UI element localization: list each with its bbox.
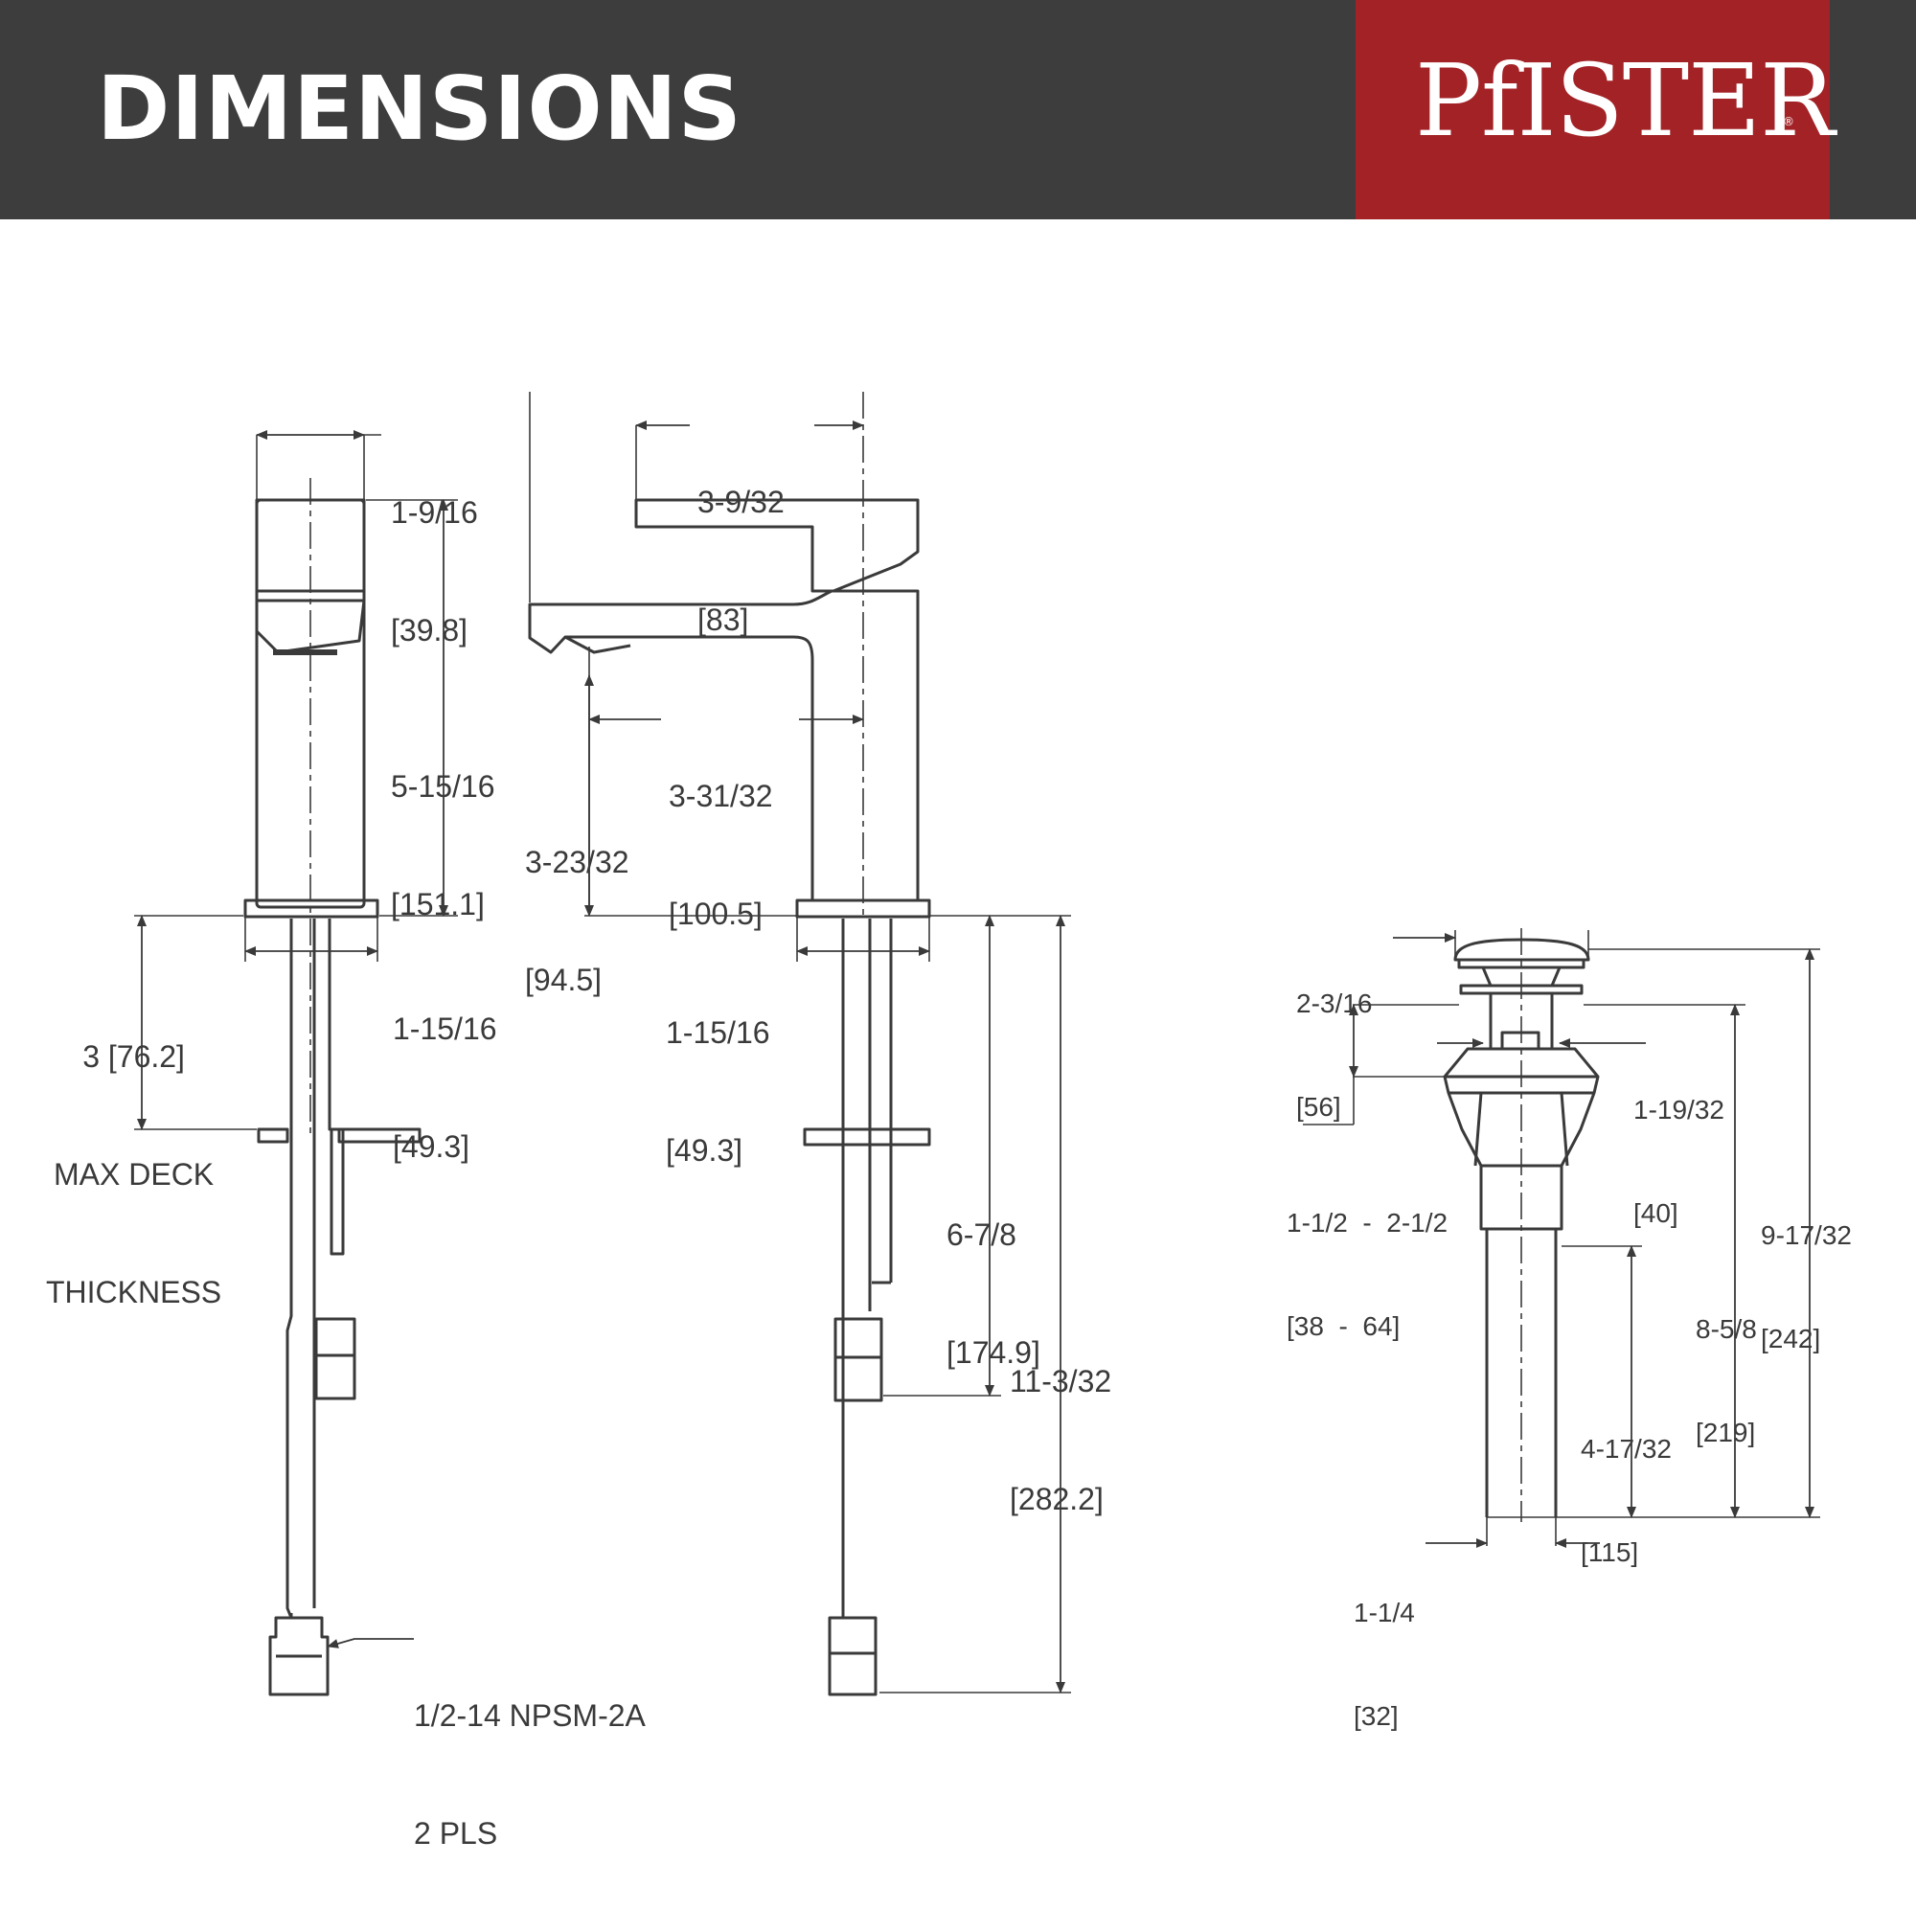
dim-label-top-width: 1-9/16 [39.8] [391,415,478,729]
faucet-front-view [528,392,1071,1696]
dim-label-tail-diameter: 1-1/4 [32] [1354,1527,1415,1803]
dim-fraction: 8-5/8 [1696,1314,1757,1344]
registered-mark: ® [1783,115,1794,128]
brand-name: PfISTER [1415,42,1835,159]
dim-metric: [49.3] [666,1133,743,1168]
bracket-right [337,1127,422,1144]
thread-spec: 1/2-14 NPSM-2A [414,1698,646,1733]
dim-metric: [282.2] [1010,1482,1104,1516]
body-rib [1473,1092,1483,1167]
dim-fraction: 1-1/4 [1354,1598,1415,1627]
dim-metric: [219] [1696,1418,1756,1447]
dim-label-shank-length: 6-7/8 [174.9] [947,1137,1040,1451]
spout-tip [564,635,631,654]
dim-label-deck-thickness: 3 [76.2] MAX DECK THICKNESS [46,959,221,1391]
dim-metric: [56] [1296,1092,1341,1122]
dim-fraction: 1-1/2 - 2-1/2 [1287,1208,1448,1238]
dim-fraction: 1-9/16 [391,495,478,530]
hose-connector-side [268,1616,330,1696]
header-bar: DIMENSIONS PfISTER ® [0,0,1916,219]
deck-line-2: MAX DECK [54,1157,215,1192]
dim-label-total-height: 9-17/32 [242] [1761,1149,1852,1425]
dim-label-total-length: 11-3/32 [282.2] [1010,1284,1111,1598]
brand-logo: PfISTER ® [1356,0,1835,219]
dim-label-body-height: 5-15/16 [151.1] [391,689,495,1003]
dim-fraction: 3-9/32 [697,485,785,519]
dim-metric: [174.9] [947,1335,1040,1370]
technical-drawing-svg [134,392,1820,1696]
base-plate-side [243,898,379,919]
dim-metric: [40] [1633,1198,1678,1228]
dim-metric: [49.3] [393,1129,470,1164]
bracket-left [257,1127,289,1144]
spout-side [255,599,366,654]
dim-metric: [151.1] [391,887,485,921]
dim-label-body-height-drain: 8-5/8 [219] [1696,1243,1757,1519]
deck-line-1: 3 [76.2] [82,1039,185,1074]
supply-line-a [285,919,293,1620]
shank-side [328,919,345,1256]
dim-label-base-width-side: 1-15/16 [49.3] [393,931,497,1245]
dim-metric: [38 - 64] [1287,1311,1401,1341]
dim-metric: [115] [1581,1537,1639,1567]
dim-label-flange-width: 1-19/32 [40] [1633,1024,1724,1300]
nut-upper-side [314,1317,356,1357]
dim-metric: [94.5] [525,963,603,997]
dim-metric: [242] [1761,1324,1821,1353]
dim-metric: [39.8] [391,613,468,648]
page-title: DIMENSIONS [97,57,742,160]
dim-label-sink-range: 1-1/2 - 2-1/2 [38 - 64] [1287,1137,1448,1413]
body-front [528,589,920,902]
dim-label-spout-reach: 3-31/32 [100.5] [669,698,773,1012]
dim-label-base-width-front: 1-15/16 [49.3] [666,935,770,1249]
dim-label-thread: 1/2-14 NPSM-2A 2 PLS [414,1618,646,1932]
nut-lower-side [314,1353,356,1400]
thread-qty: 2 PLS [414,1816,498,1851]
bracket-front [803,1127,931,1147]
drain-slot [1500,1031,1540,1051]
handle-side [255,498,366,593]
dim-fraction: 6-7/8 [947,1217,1016,1252]
dim-label-spout-height: 3-23/32 [94.5] [525,764,629,1079]
hose-connector-front [828,1616,878,1696]
dim-label-tail-length: 4-17/32 [115] [1581,1363,1672,1639]
dim-fraction: 3-23/32 [525,845,629,879]
dim-fraction: 4-17/32 [1581,1434,1672,1464]
dim-metric: [100.5] [669,897,763,931]
leader-thread [327,1638,414,1648]
dim-fraction: 3-31/32 [669,779,773,813]
body-rib [1560,1092,1569,1167]
dim-fraction: 1-15/16 [393,1011,497,1046]
dim-fraction: 11-3/32 [1010,1364,1112,1398]
drain-body [1443,1047,1600,1168]
dim-fraction: 2-3/16 [1296,989,1373,1018]
dim-fraction: 1-19/32 [1633,1095,1724,1125]
dim-metric: [32] [1354,1701,1399,1731]
dim-fraction: 5-15/16 [391,769,495,804]
dim-fraction: 1-15/16 [666,1015,770,1050]
dim-metric: [83] [697,602,749,637]
dim-label-cap-width: 2-3/16 [56] [1296,918,1372,1193]
dimension-drawing: 1-9/16 [39.8] 5-15/16 [151.1] 1-15/16 [4… [0,219,1916,1916]
dim-label-handle-reach: 3-9/32 [83] [697,404,785,718]
drain-assembly [1303,928,1820,1548]
deck-line-3: THICKNESS [46,1275,222,1309]
faucet-side-view [134,430,458,1696]
dim-fraction: 9-17/32 [1761,1220,1852,1250]
nut-lower-front [833,1355,883,1402]
